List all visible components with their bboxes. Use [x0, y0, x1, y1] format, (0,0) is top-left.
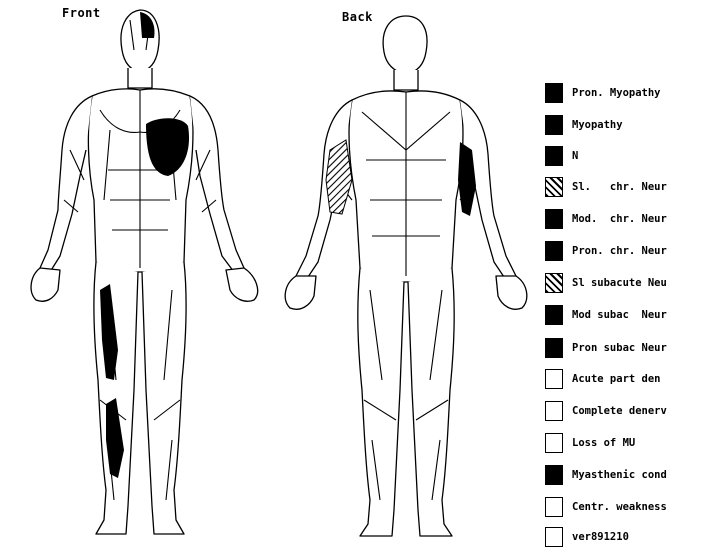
legend-swatch: [545, 401, 563, 421]
legend-label: Mod subac Neur: [572, 309, 667, 321]
legend-item: Pron. chr. Neur: [545, 241, 714, 261]
legend-item: Sl subacute Neu: [545, 273, 714, 293]
legend-label: Pron subac Neur: [572, 342, 667, 354]
legend-swatch: [545, 209, 563, 229]
legend-label: N: [572, 150, 578, 162]
legend-item: N: [545, 146, 714, 166]
front-figure: [31, 10, 258, 534]
legend-item: Pron subac Neur: [545, 338, 714, 358]
legend-item: Loss of MU: [545, 433, 714, 453]
legend-item: Pron. Myopathy: [545, 83, 714, 103]
legend-label: Myopathy: [572, 119, 623, 131]
legend-item: Centr. weakness: [545, 497, 714, 517]
legend-label: Acute part den: [572, 373, 661, 385]
legend-swatch: [545, 115, 563, 135]
legend-label: Sl subacute Neu: [572, 277, 667, 289]
legend-label: Sl. chr. Neur: [572, 181, 667, 193]
legend-swatch: [545, 465, 563, 485]
legend-item: Complete denerv: [545, 401, 714, 421]
legend-item: Mod. chr. Neur: [545, 209, 714, 229]
legend-swatch: [545, 177, 563, 197]
legend-label: Complete denerv: [572, 405, 667, 417]
legend-label: Mod. chr. Neur: [572, 213, 667, 225]
legend-item: Myopathy: [545, 115, 714, 135]
legend-label: Myasthenic cond: [572, 469, 667, 481]
legend-label: Pron. Myopathy: [572, 87, 661, 99]
legend-swatch: [545, 369, 563, 389]
legend-swatch: [545, 273, 563, 293]
legend-label: Pron. chr. Neur: [572, 245, 667, 257]
legend-label: Centr. weakness: [572, 501, 667, 513]
legend-item: Mod subac Neur: [545, 305, 714, 325]
legend-swatch: [545, 527, 563, 547]
legend-label: ver891210: [572, 531, 629, 543]
legend-swatch: [545, 241, 563, 261]
legend-item: Myasthenic cond: [545, 465, 714, 485]
legend-item: Sl. chr. Neur: [545, 177, 714, 197]
legend-swatch: [545, 338, 563, 358]
legend-swatch: [545, 305, 563, 325]
legend-swatch: [545, 497, 563, 517]
back-figure: [285, 16, 527, 536]
legend-label: Loss of MU: [572, 437, 635, 449]
legend-swatch: [545, 83, 563, 103]
legend-item: ver891210: [545, 527, 714, 547]
back-left-arm-hatched-lesion: [326, 140, 352, 214]
legend-swatch: [545, 433, 563, 453]
legend-item: Acute part den: [545, 369, 714, 389]
legend-swatch: [545, 146, 563, 166]
